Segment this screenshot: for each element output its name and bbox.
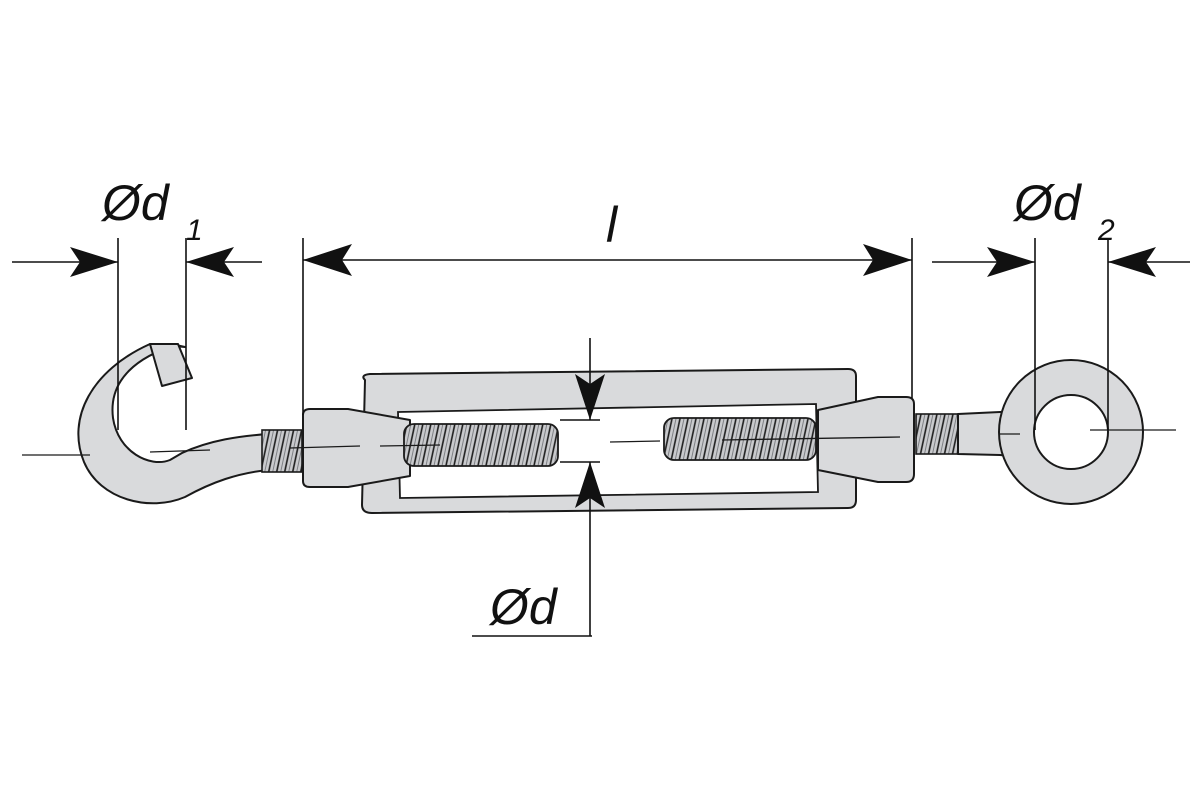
eye-end <box>915 359 1176 505</box>
eye-hole <box>1033 394 1109 470</box>
label-length: l <box>606 197 619 253</box>
dimension-length: l <box>302 197 913 415</box>
dimension-d: Ød <box>472 338 605 637</box>
hook-tip <box>149 343 193 387</box>
label-d2-sub: 2 <box>1097 214 1115 247</box>
hook-end <box>77 343 303 505</box>
label-d1: Ød <box>100 175 171 231</box>
label-d1-sub: 1 <box>186 214 203 247</box>
hook-thread <box>261 429 303 473</box>
label-d2: Ød <box>1012 175 1083 231</box>
turnbuckle-body <box>289 368 915 514</box>
right-boss <box>817 396 915 483</box>
eye-thread <box>915 413 961 455</box>
dimension-d2: Ød 2 <box>932 175 1190 430</box>
dimension-d1: Ød 1 <box>12 175 262 456</box>
left-boss <box>302 408 411 488</box>
label-d: Ød <box>488 579 559 635</box>
